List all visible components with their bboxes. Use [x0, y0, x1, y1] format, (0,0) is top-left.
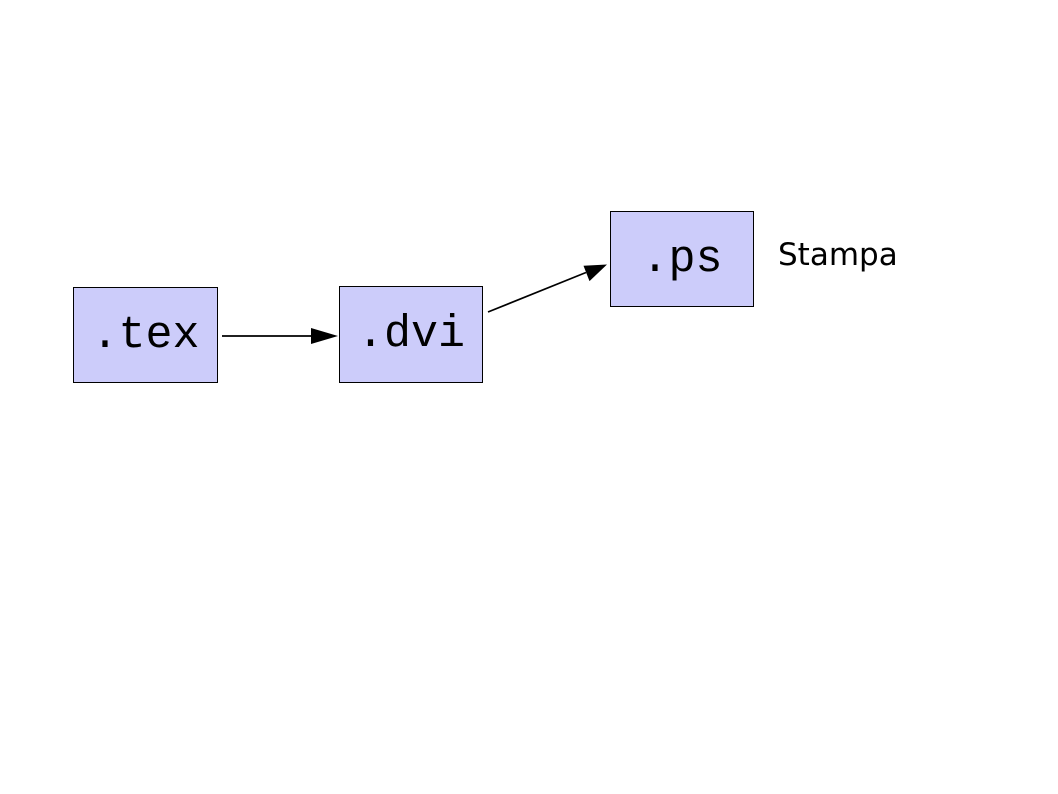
tex-node-label: .tex: [91, 309, 200, 361]
ps-node-label: .ps: [641, 233, 723, 285]
tex-node: .tex: [73, 287, 218, 383]
dvi-node: .dvi: [339, 286, 483, 383]
stampa-label: Stampa: [778, 237, 898, 273]
arrow-tex-to-dvi: [222, 328, 338, 344]
ps-node: .ps: [610, 211, 754, 307]
dvi-node-label: .dvi: [356, 309, 466, 360]
arrow-dvi-to-ps: [487, 264, 607, 313]
